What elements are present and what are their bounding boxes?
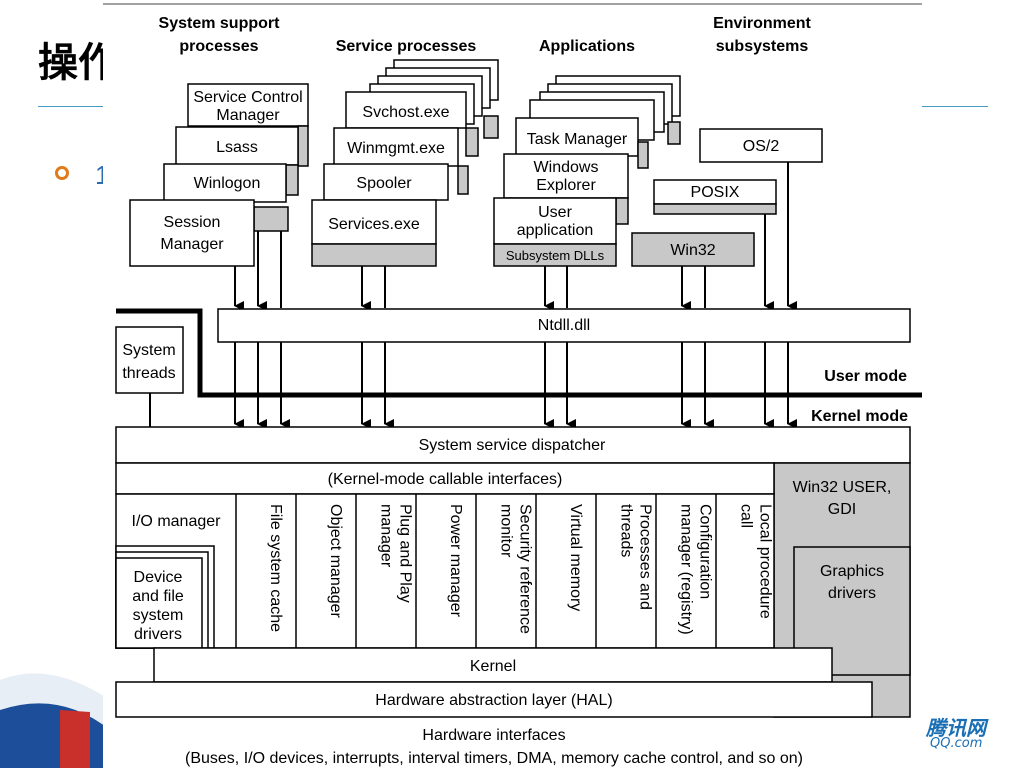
decorative-wave — [0, 673, 110, 768]
user-app-label-2: application — [517, 222, 594, 239]
kernel-box — [153, 647, 833, 683]
session-manager-label-2: Manager — [160, 236, 224, 253]
header-applications: Applications — [539, 38, 635, 55]
ntdll-label: Ntdll.dll — [538, 317, 590, 334]
processes-and-threads-label-2: threads — [618, 504, 635, 557]
mode-divider-line — [116, 308, 922, 398]
system-threads-box — [115, 326, 184, 394]
hardware-interfaces-label: Hardware interfaces — [422, 727, 565, 744]
security-reference-monitor-label-2: monitor — [498, 504, 515, 558]
plug-and-play-manager-label-1: Plug and Play — [397, 504, 414, 603]
object-manager-label: Object manager — [327, 504, 344, 619]
file-system-cache-label: File system cache — [267, 504, 284, 632]
environment-boxes — [631, 128, 823, 267]
executive-area — [115, 493, 775, 649]
system-threads-label-1: System — [122, 342, 175, 359]
win32-label: Win32 — [670, 242, 715, 259]
header-system-support-1: System support — [159, 15, 281, 32]
bullet-icon — [55, 166, 69, 180]
virtual-memory-label: Virtual memory — [567, 504, 584, 611]
configuration-manager-label-2: manager (registry) — [678, 504, 695, 635]
scm-label-1: Service Control — [193, 89, 302, 106]
explorer-label-1: Windows — [534, 159, 599, 176]
security-reference-monitor-label-1: Security reference — [517, 504, 534, 634]
graphics-drivers-label-2: drivers — [828, 585, 876, 602]
local-procedure-call-label-2: call — [738, 504, 755, 528]
lsass-label: Lsass — [216, 139, 258, 156]
hal-box — [115, 681, 873, 718]
kernel-mode-label: Kernel mode — [811, 408, 908, 425]
os2-label: OS/2 — [743, 138, 780, 155]
subsystem-dlls-label: Subsystem DLLs — [506, 248, 605, 263]
header-service-processes: Service processes — [336, 38, 477, 55]
executive-dividers — [235, 494, 717, 648]
graphics-drivers-label-1: Graphics — [820, 563, 884, 580]
local-procedure-call-label-1: Local procedure — [757, 504, 774, 619]
service-process-stack — [311, 59, 499, 267]
winmgmt-label: Winmgmt.exe — [347, 140, 445, 157]
windows-architecture-diagram: System support processes Service process… — [103, 0, 922, 768]
session-manager-label-1: Session — [164, 214, 221, 231]
plug-and-play-manager-label-2: manager — [378, 504, 395, 568]
device-drivers-label-1: Device — [134, 569, 183, 586]
explorer-label-2: Explorer — [536, 177, 596, 194]
architecture-svg: System support processes Service process… — [103, 3, 922, 767]
dispatcher-label: System service dispatcher — [419, 437, 606, 454]
callable-interfaces-label: (Kernel-mode callable interfaces) — [328, 471, 563, 488]
device-drivers-label-4: drivers — [134, 626, 182, 643]
scm-label-2: Manager — [216, 107, 280, 124]
user-mode-label: User mode — [824, 368, 907, 385]
win32-user-gdi-label-1: Win32 USER, — [793, 479, 892, 496]
header-environment-2: subsystems — [716, 38, 809, 55]
user-to-ntdll-arrows — [234, 162, 797, 311]
processes-and-threads-label-1: Processes and — [637, 504, 654, 610]
header-environment-1: Environment — [713, 15, 811, 32]
configuration-manager-label-1: Configuration — [697, 504, 714, 599]
hardware-interfaces-details: (Buses, I/O devices, interrupts, interva… — [185, 750, 803, 767]
hal-label: Hardware abstraction layer (HAL) — [375, 692, 612, 709]
device-drivers-label-3: system — [133, 607, 184, 624]
device-drivers-label-2: and file — [132, 588, 184, 605]
win32-user-gdi-label-2: GDI — [828, 501, 856, 518]
tencent-logo: 腾讯网 — [926, 716, 986, 740]
title-underline-right — [922, 106, 988, 107]
posix-label: POSIX — [691, 184, 740, 201]
io-manager-label: I/O manager — [132, 513, 222, 530]
services-exe-label: Services.exe — [328, 216, 420, 233]
task-manager-label: Task Manager — [527, 131, 628, 148]
spooler-label: Spooler — [356, 175, 412, 192]
device-drivers-stack — [115, 545, 215, 649]
svchost-label: Svchost.exe — [362, 104, 449, 121]
power-manager-label: Power manager — [447, 504, 464, 618]
system-support-stack — [129, 83, 309, 267]
kernel-label: Kernel — [470, 658, 516, 675]
ntdll-box — [217, 308, 911, 343]
header-system-support-2: processes — [179, 38, 258, 55]
applications-stack — [493, 75, 681, 267]
title-underline-left — [38, 106, 104, 107]
executive-components: File system cache Object manager Plug and … — [267, 504, 774, 635]
user-app-label-1: User — [538, 204, 572, 221]
dispatcher-box — [115, 426, 911, 464]
tencent-logo-sub: QQ.com — [930, 736, 983, 751]
system-threads-label-2: threads — [122, 365, 175, 382]
winlogon-label: Winlogon — [194, 175, 261, 192]
